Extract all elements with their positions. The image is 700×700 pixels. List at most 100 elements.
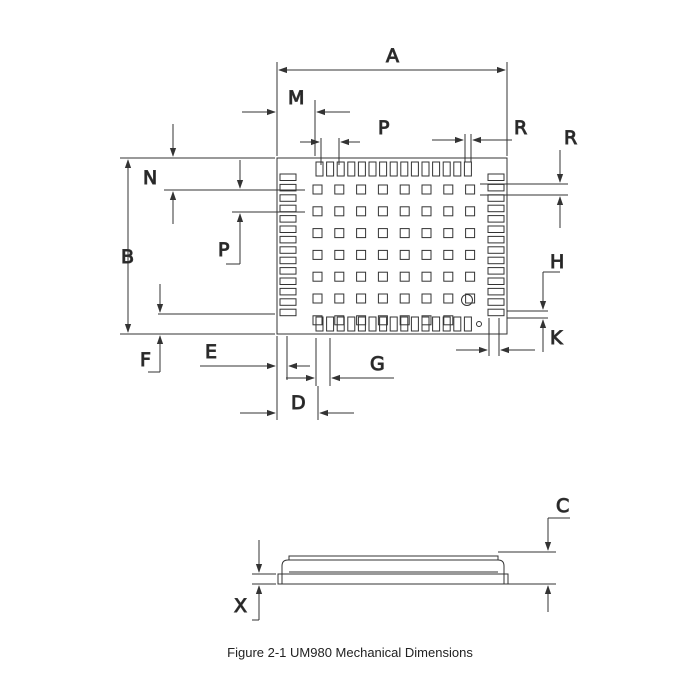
- grid-pad: [465, 228, 476, 239]
- right-edge-pad: [487, 183, 505, 192]
- label-b: B: [121, 246, 134, 268]
- bottom-edge-pad: [357, 316, 366, 332]
- grid-pad: [312, 206, 323, 217]
- label-r-top: R: [514, 117, 527, 139]
- bottom-edge-pad: [379, 316, 388, 332]
- left-edge-pad: [279, 235, 297, 244]
- dimension-f: F: [140, 284, 275, 373]
- bottom-edge-pad: [389, 316, 398, 332]
- left-edge-pad: [279, 183, 297, 192]
- grid-pad: [312, 184, 323, 195]
- grid-pad: [356, 249, 367, 260]
- bottom-edge-pad: [400, 316, 409, 332]
- module-body-side: [281, 559, 505, 584]
- side-view: C X: [234, 495, 570, 621]
- grid-pad: [356, 206, 367, 217]
- top-edge-pad: [326, 161, 335, 177]
- left-edge-pad: [279, 225, 297, 233]
- bottom-edge-pad: [336, 316, 345, 332]
- label-e: E: [205, 341, 217, 363]
- grid-pad: [377, 293, 388, 304]
- top-edge-pad: [336, 161, 345, 177]
- module-shield-top: [288, 555, 499, 560]
- bottom-edge-pad: [368, 316, 377, 332]
- label-x: X: [234, 595, 247, 617]
- dimension-r-right: R: [480, 127, 578, 228]
- label-r-right: R: [564, 127, 577, 149]
- grid-pad: [377, 271, 388, 282]
- label-p-top: P: [378, 117, 389, 139]
- grid-pad: [399, 315, 410, 326]
- dimension-x: X: [234, 540, 276, 621]
- grid-pad: [377, 249, 388, 260]
- grid-pad: [334, 271, 345, 282]
- label-f: F: [140, 349, 151, 371]
- top-view: A M P R: [120, 45, 578, 420]
- grid-pad: [421, 315, 432, 326]
- bottom-edge-pad: [463, 316, 472, 332]
- grid-pad: [443, 271, 454, 282]
- label-k: K: [550, 327, 563, 349]
- label-n: N: [143, 167, 157, 189]
- grid-pad: [443, 228, 454, 239]
- left-edge-pad: [279, 246, 297, 254]
- left-edge-pad: [279, 298, 297, 306]
- grid-pad: [465, 184, 476, 195]
- alignment-circle: [461, 294, 473, 306]
- top-edge-pad: [379, 161, 388, 177]
- grid-pad: [312, 293, 323, 304]
- grid-pad: [421, 293, 432, 304]
- grid-pad: [334, 206, 345, 217]
- grid-pad: [421, 228, 432, 239]
- right-edge-pad: [487, 194, 505, 202]
- label-g: G: [370, 353, 385, 375]
- dimension-r-top: R: [432, 117, 528, 162]
- bottom-edge-pad: [453, 316, 462, 332]
- label-p-left: P: [218, 239, 229, 261]
- dimension-g: G: [286, 338, 394, 386]
- bottom-edge-pad: [410, 316, 419, 332]
- right-edge-pad: [487, 298, 505, 306]
- dimension-m: M: [242, 87, 350, 156]
- grid-pad: [312, 315, 323, 326]
- grid-pad: [377, 315, 388, 326]
- bottom-edge-pad: [432, 316, 441, 332]
- right-edge-pad: [487, 215, 505, 223]
- dimension-b: B: [120, 157, 275, 335]
- grid-pad: [356, 315, 367, 326]
- grid-pad: [399, 293, 410, 304]
- left-edge-pad: [279, 194, 297, 202]
- dimension-h: H: [507, 251, 565, 352]
- right-edge-pad: [487, 256, 505, 265]
- grid-pad: [312, 271, 323, 282]
- bottom-edge-pad: [442, 316, 451, 332]
- grid-pad: [465, 271, 476, 282]
- label-d: D: [291, 392, 306, 414]
- top-edge-pad: [347, 161, 356, 177]
- bottom-edge-pad: [347, 316, 356, 332]
- left-edge-pad: [279, 277, 297, 285]
- grid-pad: [334, 315, 345, 326]
- left-edge-pad: [279, 256, 297, 265]
- grid-pad: [334, 228, 345, 239]
- bottom-edge-pad: [326, 316, 335, 332]
- grid-pad: [443, 184, 454, 195]
- dimension-c: C: [498, 495, 570, 612]
- grid-pad: [465, 293, 476, 304]
- grid-pad: [399, 271, 410, 282]
- top-edge-pad: [453, 161, 462, 177]
- figure-caption: Figure 2-1 UM980 Mechanical Dimensions: [227, 645, 473, 660]
- grid-pad: [356, 293, 367, 304]
- grid-pad: [443, 293, 454, 304]
- grid-pad: [443, 315, 454, 326]
- grid-pad: [377, 184, 388, 195]
- bottom-edge-pad: [421, 316, 430, 332]
- grid-pad: [399, 228, 410, 239]
- right-edge-pad: [487, 173, 505, 181]
- grid-pad: [399, 184, 410, 195]
- grid-pad: [399, 206, 410, 217]
- dimension-d: D: [240, 380, 354, 420]
- left-edge-pad: [279, 287, 297, 296]
- left-edge-pad: [279, 204, 297, 213]
